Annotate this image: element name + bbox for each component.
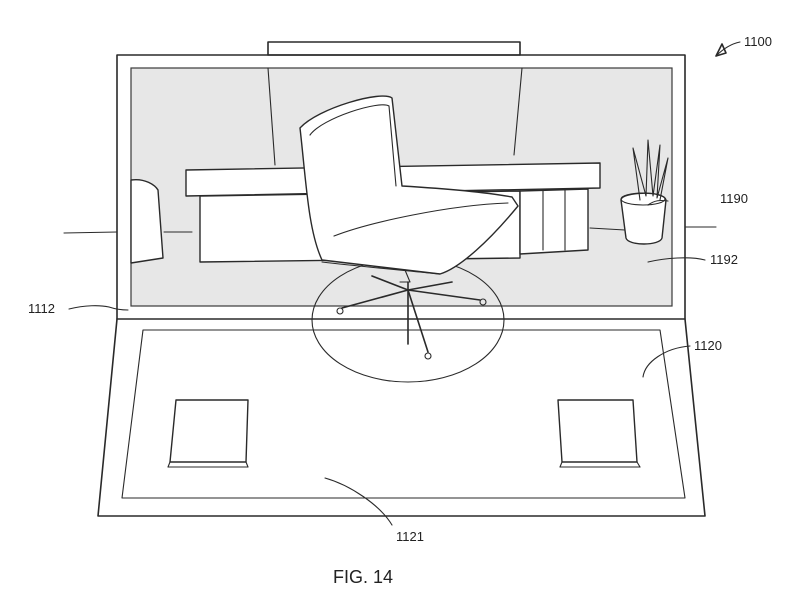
base-inner-surface <box>121 329 686 499</box>
label-1190: 1190 <box>720 191 748 206</box>
room-scene <box>130 67 669 383</box>
base-housing <box>97 318 706 517</box>
figure-caption: FIG. 14 <box>333 567 393 587</box>
leader-lines <box>63 41 741 526</box>
display-lid <box>116 54 686 320</box>
label-1120: 1120 <box>694 338 722 353</box>
left-pad <box>169 399 249 463</box>
camera-tab <box>267 41 521 56</box>
right-pad <box>557 399 638 463</box>
label-1100: 1100 <box>744 34 772 49</box>
label-1121: 1121 <box>396 529 424 544</box>
label-1192: 1192 <box>710 252 738 267</box>
label-1112: 1112 <box>28 301 55 316</box>
